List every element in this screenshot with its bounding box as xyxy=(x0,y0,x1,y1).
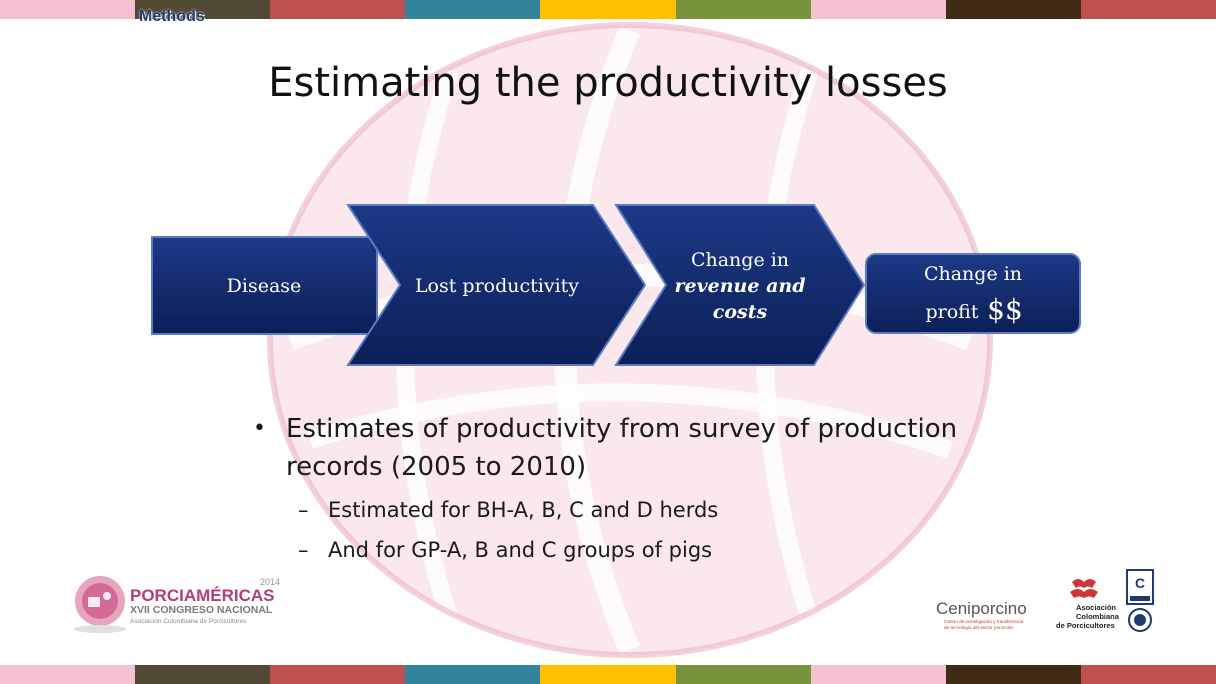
asociacion-line3: de Porcicultores xyxy=(1056,621,1115,630)
asociacion-line2: Colombiana xyxy=(1076,612,1120,621)
step-change-label-line3: costs xyxy=(713,301,768,323)
step-change-label-line1: Change in xyxy=(691,249,789,271)
bullet-main: Estimates of productivity from survey of… xyxy=(253,410,1053,486)
ceniporcino-desc-line1: Centro de investigación y transferencia xyxy=(944,619,1024,624)
porciamericas-congress: XVII CONGRESO NACIONAL xyxy=(130,604,273,616)
step-disease-label: Disease xyxy=(227,275,302,297)
bullet-main-line1: Estimates of productivity from survey of… xyxy=(286,414,958,444)
porciamericas-name: PORCIAMÉRICAS xyxy=(130,586,275,605)
ceniporcino-name: Ceniporcino xyxy=(936,599,1027,618)
section-label: Methods xyxy=(139,8,205,25)
bullet-list: Estimates of productivity from survey of… xyxy=(253,410,1053,570)
svg-text:C: C xyxy=(1135,575,1145,591)
porciamericas-year: 2014 xyxy=(260,577,280,587)
step-lost-productivity-label: Lost productivity xyxy=(415,275,579,297)
certification-badges: C xyxy=(1126,569,1154,632)
asociacion-logo-mark xyxy=(1070,579,1098,598)
asociacion-line1: Asociación xyxy=(1076,603,1116,612)
bottom-color-stripe xyxy=(0,665,1216,684)
step-profit-label-line1: Change in xyxy=(924,263,1022,285)
top-color-stripe xyxy=(0,0,1216,19)
sub-bullet-1: Estimated for BH-A, B, C and D herds xyxy=(253,490,1053,530)
step-change-revenue-costs: Change in revenue and costs xyxy=(614,204,866,366)
porciamericas-org: Asociación Colombiana de Porcicultores xyxy=(130,618,247,625)
step-change-profit: Change in profit $$ xyxy=(865,253,1081,334)
step-disease: Disease xyxy=(151,236,378,335)
ceniporcino-desc-line2: de tecnología del sector porcícola xyxy=(944,625,1013,630)
partner-logos: Ceniporcino Centro de investigación y tr… xyxy=(936,569,1154,632)
porciamericas-logo: 2014 PORCIAMÉRICAS XVII CONGRESO NACIONA… xyxy=(74,576,280,633)
step-lost-productivity: Lost productivity xyxy=(346,204,647,366)
step-profit-label-line2: profit xyxy=(926,301,979,323)
step-profit-symbol: $$ xyxy=(987,293,1023,326)
step-change-label-line2: revenue and xyxy=(675,275,806,297)
sub-bullet-2: And for GP-A, B and C groups of pigs xyxy=(253,530,1053,570)
slide-title: Estimating the productivity losses xyxy=(268,60,948,106)
bullet-main-line2: records (2005 to 2010) xyxy=(286,452,587,482)
